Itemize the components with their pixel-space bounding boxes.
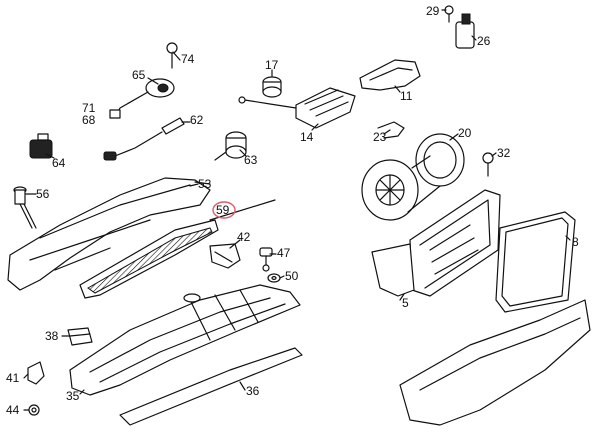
callout-50[interactable]: 50 <box>285 269 299 283</box>
part-23-clip <box>377 121 405 139</box>
part-53-upper-duct <box>7 177 211 291</box>
callout-32[interactable]: 32 <box>497 146 511 160</box>
part-56-bolt <box>13 186 37 229</box>
part-26-clamp <box>455 13 475 49</box>
part-50-washer <box>267 273 281 283</box>
part-41-connector <box>27 361 45 385</box>
callout-65[interactable]: 65 <box>132 68 146 82</box>
callout-74[interactable]: 74 <box>181 52 195 66</box>
callout-64[interactable]: 64 <box>52 156 66 170</box>
part-65-sensor <box>109 78 175 119</box>
callout-8[interactable]: 8 <box>572 235 579 249</box>
part-42-bracket <box>209 243 241 269</box>
callout-17[interactable]: 17 <box>265 58 279 72</box>
callout-11[interactable]: 11 <box>400 89 413 103</box>
part-36-gasket <box>119 347 303 426</box>
callout-62[interactable]: 62 <box>190 113 204 127</box>
lower-right-tray <box>399 299 591 426</box>
callout-71[interactable]: 71 <box>82 101 96 115</box>
callout-23[interactable]: 23 <box>373 130 387 144</box>
callout-20[interactable]: 20 <box>458 126 472 140</box>
part-47-screw <box>259 247 273 272</box>
callout-47[interactable]: 47 <box>277 246 291 260</box>
callout-29[interactable]: 29 <box>426 4 440 18</box>
callout-63[interactable]: 63 <box>244 153 258 167</box>
part-11-cover <box>359 59 421 91</box>
part-63-actuator <box>214 131 247 161</box>
part-8-seal-frame <box>495 211 576 313</box>
part-44-nut <box>28 404 40 416</box>
lower-housing-tray <box>69 284 301 396</box>
callout-42[interactable]: 42 <box>237 230 251 244</box>
callout-26[interactable]: 26 <box>477 34 491 48</box>
callout-41[interactable]: 41 <box>6 371 20 385</box>
part-38-clip <box>67 327 93 346</box>
callout-59[interactable]: 59 <box>216 203 230 217</box>
callout-38[interactable]: 38 <box>45 329 59 343</box>
part-64-switch <box>29 133 53 159</box>
blower-fan-blades <box>375 174 405 206</box>
highlight-ring-59 <box>212 201 236 219</box>
callout-68[interactable]: 68 <box>82 113 96 127</box>
part-74-screw <box>166 42 178 69</box>
callout-35[interactable]: 35 <box>66 389 80 403</box>
callout-44[interactable]: 44 <box>6 403 20 417</box>
callout-53[interactable]: 53 <box>198 177 212 191</box>
callout-14[interactable]: 14 <box>300 130 314 144</box>
callout-56[interactable]: 56 <box>36 187 50 201</box>
part-29-screw <box>444 5 454 23</box>
leader-lines <box>23 9 571 411</box>
part-14-blower-resistor <box>238 87 356 129</box>
part-17-grommet <box>262 76 282 98</box>
callout-labels: 74 65 71 68 62 63 64 56 53 59 42 47 50 3… <box>6 4 579 417</box>
part-20-blower-motor <box>361 133 465 221</box>
part-59-filter-panel <box>79 199 276 299</box>
callout-36[interactable]: 36 <box>246 384 260 398</box>
part-62-temperature-sensor <box>103 117 185 161</box>
part-32-screw <box>482 152 494 177</box>
part-5-blower-housing <box>371 189 501 297</box>
callout-5[interactable]: 5 <box>402 296 409 310</box>
